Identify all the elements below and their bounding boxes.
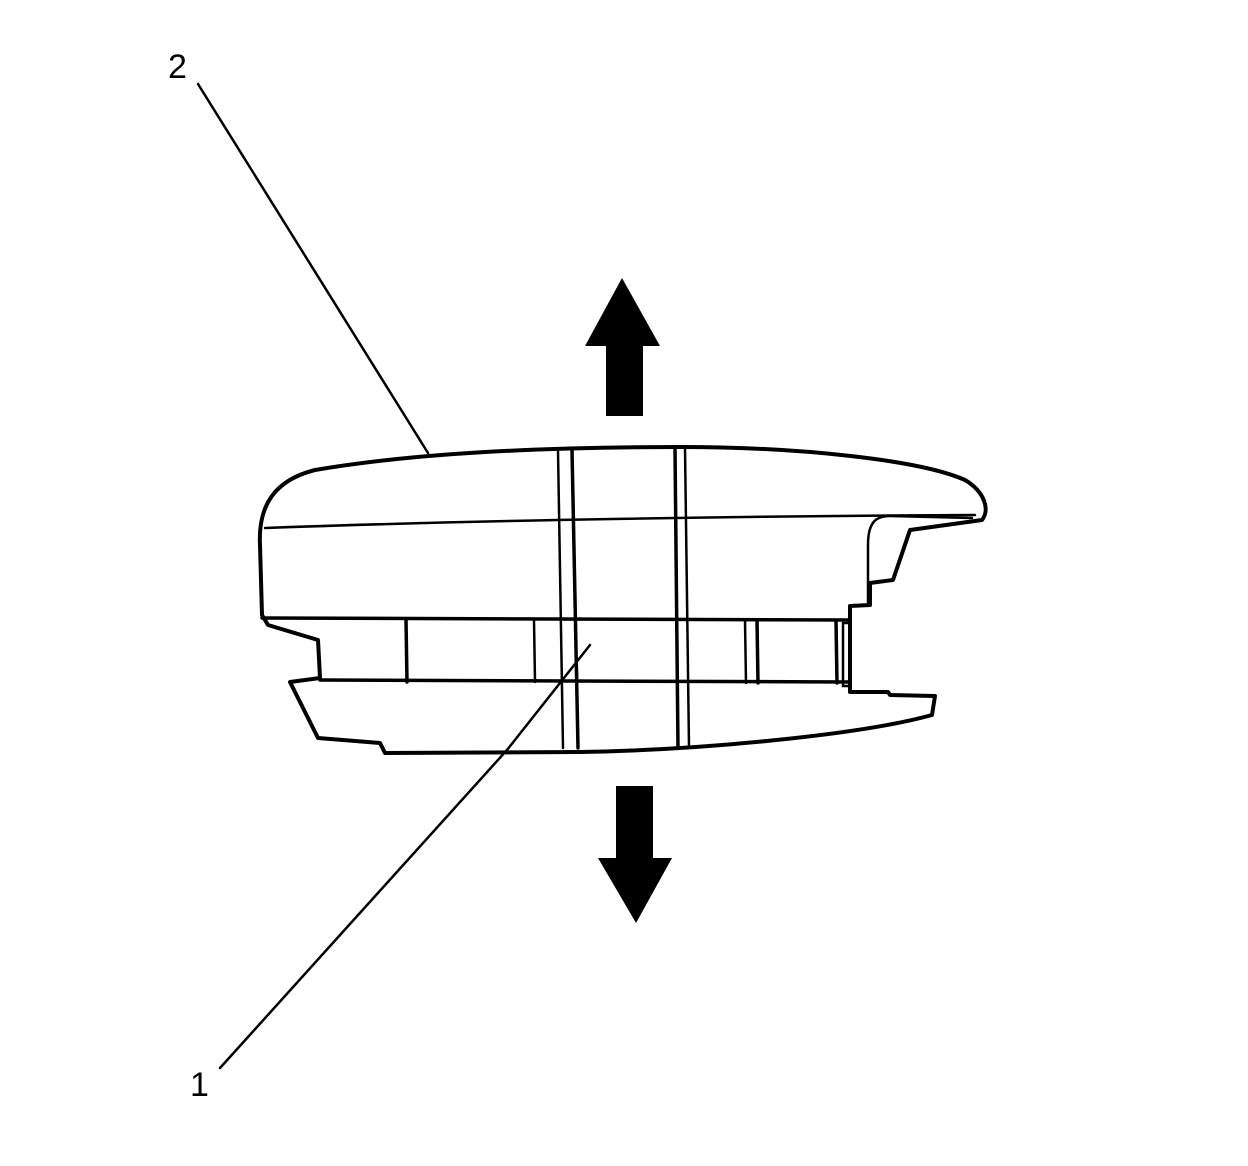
rib-5: [834, 619, 839, 685]
rib-1: [404, 618, 409, 684]
upper-seam-line: [263, 513, 977, 530]
callout-label-1: 1: [190, 1066, 209, 1104]
slot-groove-left-outer: [556, 449, 565, 750]
right-lower-notch-detail: [841, 621, 852, 688]
component-body: [257, 445, 988, 755]
rib-3: [743, 618, 748, 685]
rib-4: [755, 618, 760, 685]
callout-label-2: 2: [168, 48, 187, 86]
lower-seam-line: [260, 616, 852, 622]
arrow-up-icon: [585, 278, 660, 416]
arrow-down-icon: [598, 786, 672, 923]
callout-2-leader: [196, 82, 430, 455]
bottom-band-line: [318, 678, 852, 684]
callout-1-leader: [218, 643, 592, 1070]
slot-groove-right-outer: [683, 446, 691, 749]
right-notch-detail: [866, 514, 974, 606]
slot-groove-left-inner: [570, 448, 580, 750]
rib-2: [532, 618, 537, 684]
component-outline: [257, 445, 988, 755]
slot-groove-right-inner: [673, 446, 680, 750]
